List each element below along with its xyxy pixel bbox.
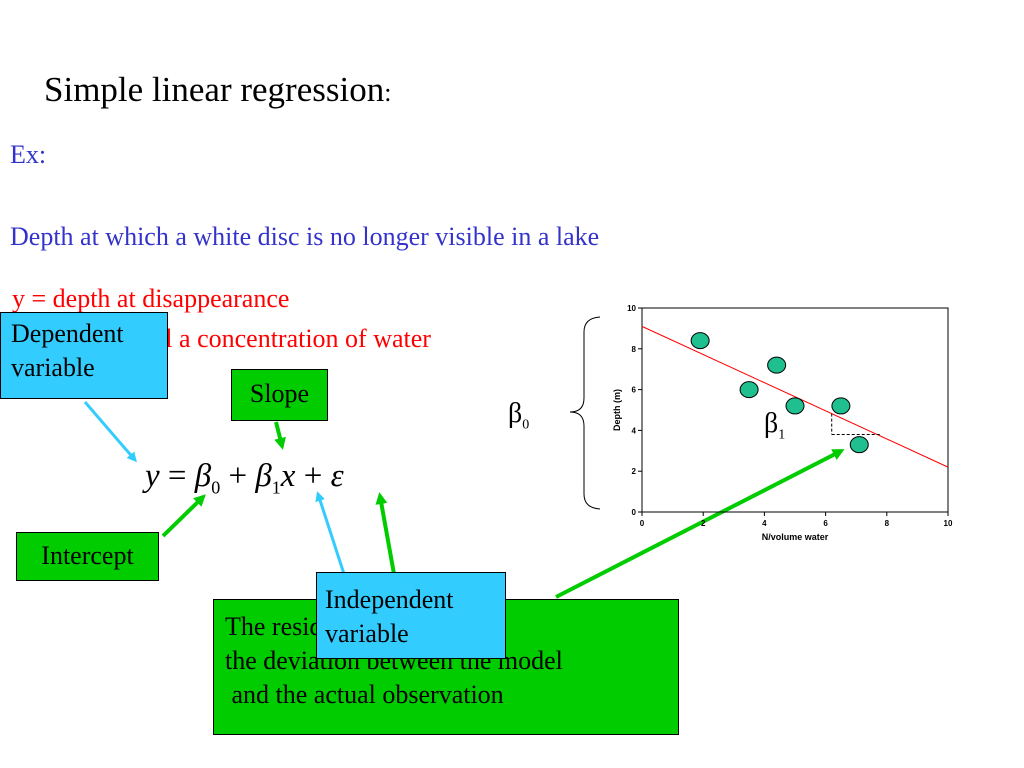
scatter-point xyxy=(690,332,710,350)
slope-arrow xyxy=(274,421,286,450)
eq-y: y xyxy=(145,458,160,494)
chart-axes xyxy=(641,307,949,513)
chart-frame xyxy=(641,307,949,513)
scatter-point xyxy=(767,356,787,374)
eq-equals: = xyxy=(167,458,187,494)
eq-beta0: β xyxy=(194,458,212,494)
chart-residual-guide xyxy=(831,413,881,435)
slide-title: Simple linear regression: xyxy=(44,70,392,109)
chart-ticks: 0 2 4 6 8 10 0 2 4 6 8 10 xyxy=(627,304,953,528)
x-tick-label: 6 xyxy=(823,519,828,528)
scatter-point xyxy=(831,397,851,415)
scatter-point xyxy=(849,436,869,454)
y-tick-label: 2 xyxy=(632,467,637,476)
residual-arrow xyxy=(555,449,845,599)
eq-plus2: + xyxy=(303,458,323,494)
chart-ylabel: Depth (m) xyxy=(612,389,622,431)
eq-epsilon: ε xyxy=(330,458,344,494)
y-tick-label: 6 xyxy=(632,386,637,395)
scatter-chart: 0 2 4 6 8 10 0 2 4 6 8 10 N/volume water Depth (m) xyxy=(612,304,953,542)
y-tick-label: 10 xyxy=(627,304,636,313)
residual-line3: and the actual observation xyxy=(225,680,504,709)
eq-sub0: 0 xyxy=(211,477,221,498)
scatter-point xyxy=(739,381,759,399)
x-tick-label: 10 xyxy=(944,519,953,528)
x-tick-label: 8 xyxy=(885,519,890,528)
y-definition: y = depth at disappearance xyxy=(12,284,290,313)
x-tick-label: 0 xyxy=(640,519,645,528)
regression-line xyxy=(641,325,949,468)
intercept-arrow xyxy=(161,494,206,538)
intercept-box: Intercept xyxy=(16,532,159,581)
eq-plus1: + xyxy=(228,458,248,494)
dependent-line1: Dependent xyxy=(11,319,124,348)
slope-box: Slope xyxy=(231,369,328,421)
dependent-variable-box: Dependent variable xyxy=(0,312,168,399)
epsilon-arrow xyxy=(375,492,396,575)
eq-beta1: β xyxy=(255,458,272,494)
y-tick-label: 0 xyxy=(632,508,637,517)
dependent-arrow xyxy=(83,401,137,463)
eq-x: x xyxy=(280,458,296,494)
independent-line1: Independent xyxy=(325,585,454,614)
regression-equation: y = β0 + β1x + ε xyxy=(145,458,344,499)
x-tick-label: 4 xyxy=(762,519,767,528)
ex-label: Ex: xyxy=(10,140,47,169)
dependent-line2: variable xyxy=(11,353,95,382)
y-tick-label: 8 xyxy=(632,345,637,354)
chart-points xyxy=(690,332,869,454)
chart-xlabel: N/volume water xyxy=(762,532,829,542)
beta1-label: β1 xyxy=(764,408,786,443)
chart-regression-line xyxy=(641,325,949,468)
beta0-brace xyxy=(569,316,601,510)
beta0-label: β0 xyxy=(508,398,530,433)
independent-line2: variable xyxy=(325,619,409,648)
x-tick-label: 2 xyxy=(701,519,706,528)
independent-variable-box: Independent variable xyxy=(316,572,506,659)
scatter-point xyxy=(785,397,805,415)
y-tick-label: 4 xyxy=(632,426,637,435)
eq-sub1: 1 xyxy=(271,477,281,498)
description-text: Depth at which a white disc is no longer… xyxy=(10,222,600,251)
independent-arrow xyxy=(315,491,346,575)
